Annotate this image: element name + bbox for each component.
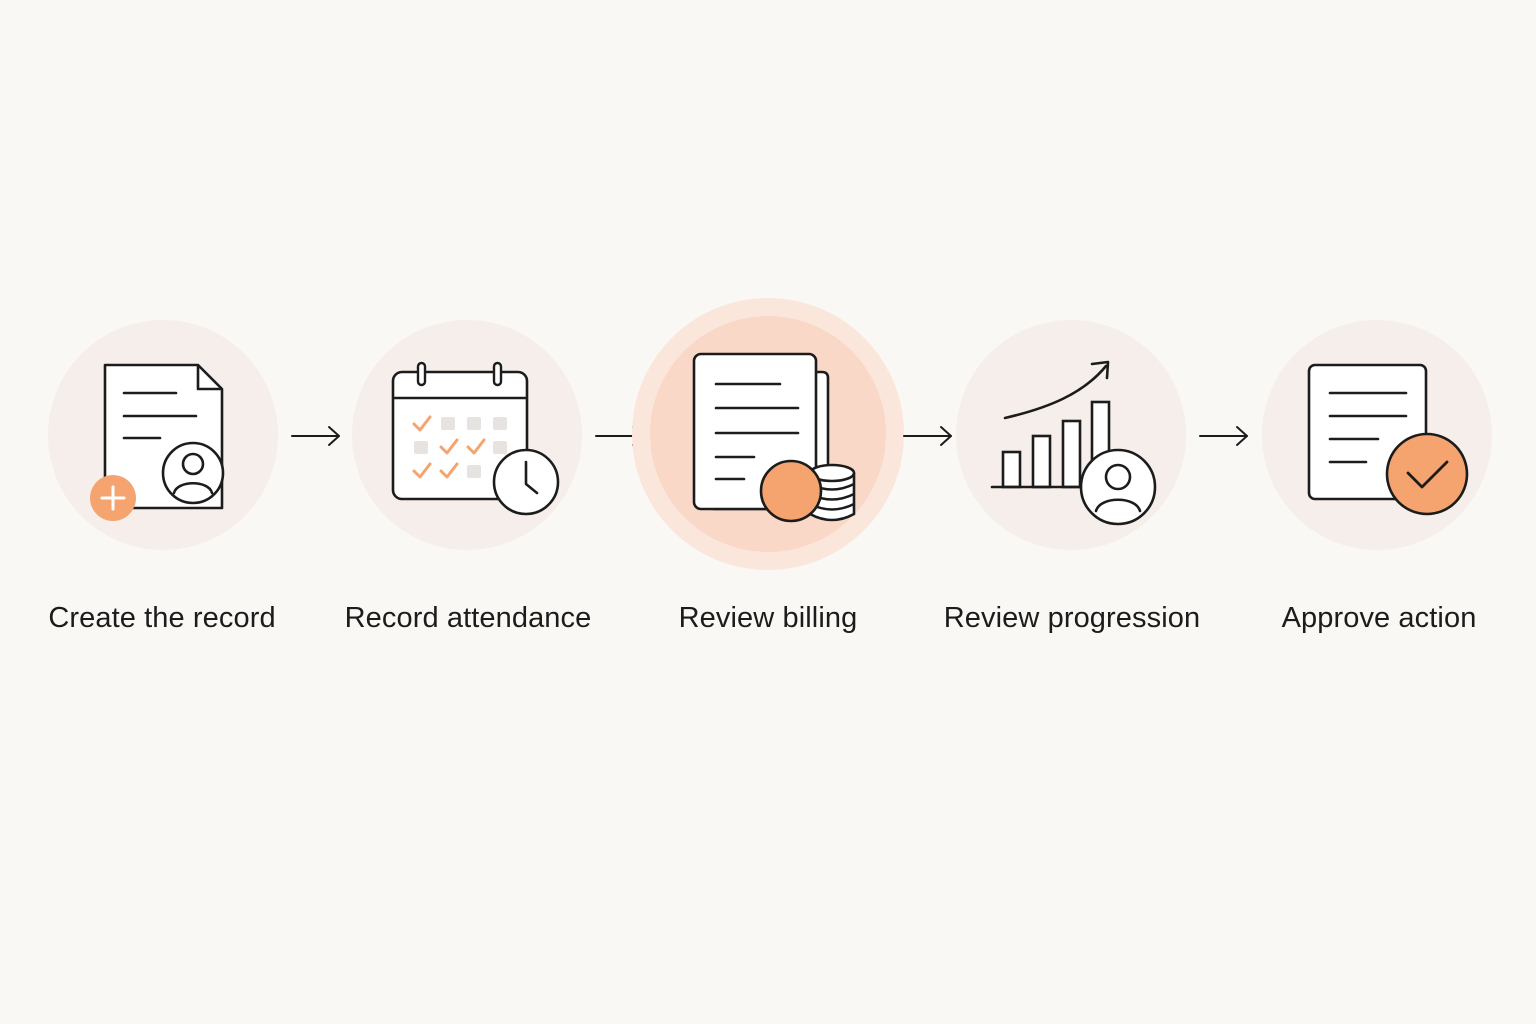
step-2-label: Record attendance (344, 602, 592, 634)
arrow-right-icon (291, 426, 340, 446)
step-4-label: Review progression (943, 602, 1201, 634)
growth-chart-user-icon (990, 360, 1157, 526)
step-3-label: Review billing (678, 602, 858, 634)
arrow-right-icon (903, 426, 952, 446)
document-check-icon (1307, 363, 1469, 516)
calendar-clock-icon (391, 361, 560, 516)
invoice-coins-icon (692, 352, 856, 523)
step-5-label: Approve action (1281, 602, 1477, 634)
arrow-right-icon (1199, 426, 1248, 446)
document-user-plus-icon (90, 363, 225, 521)
step-1-label: Create the record (48, 602, 276, 634)
